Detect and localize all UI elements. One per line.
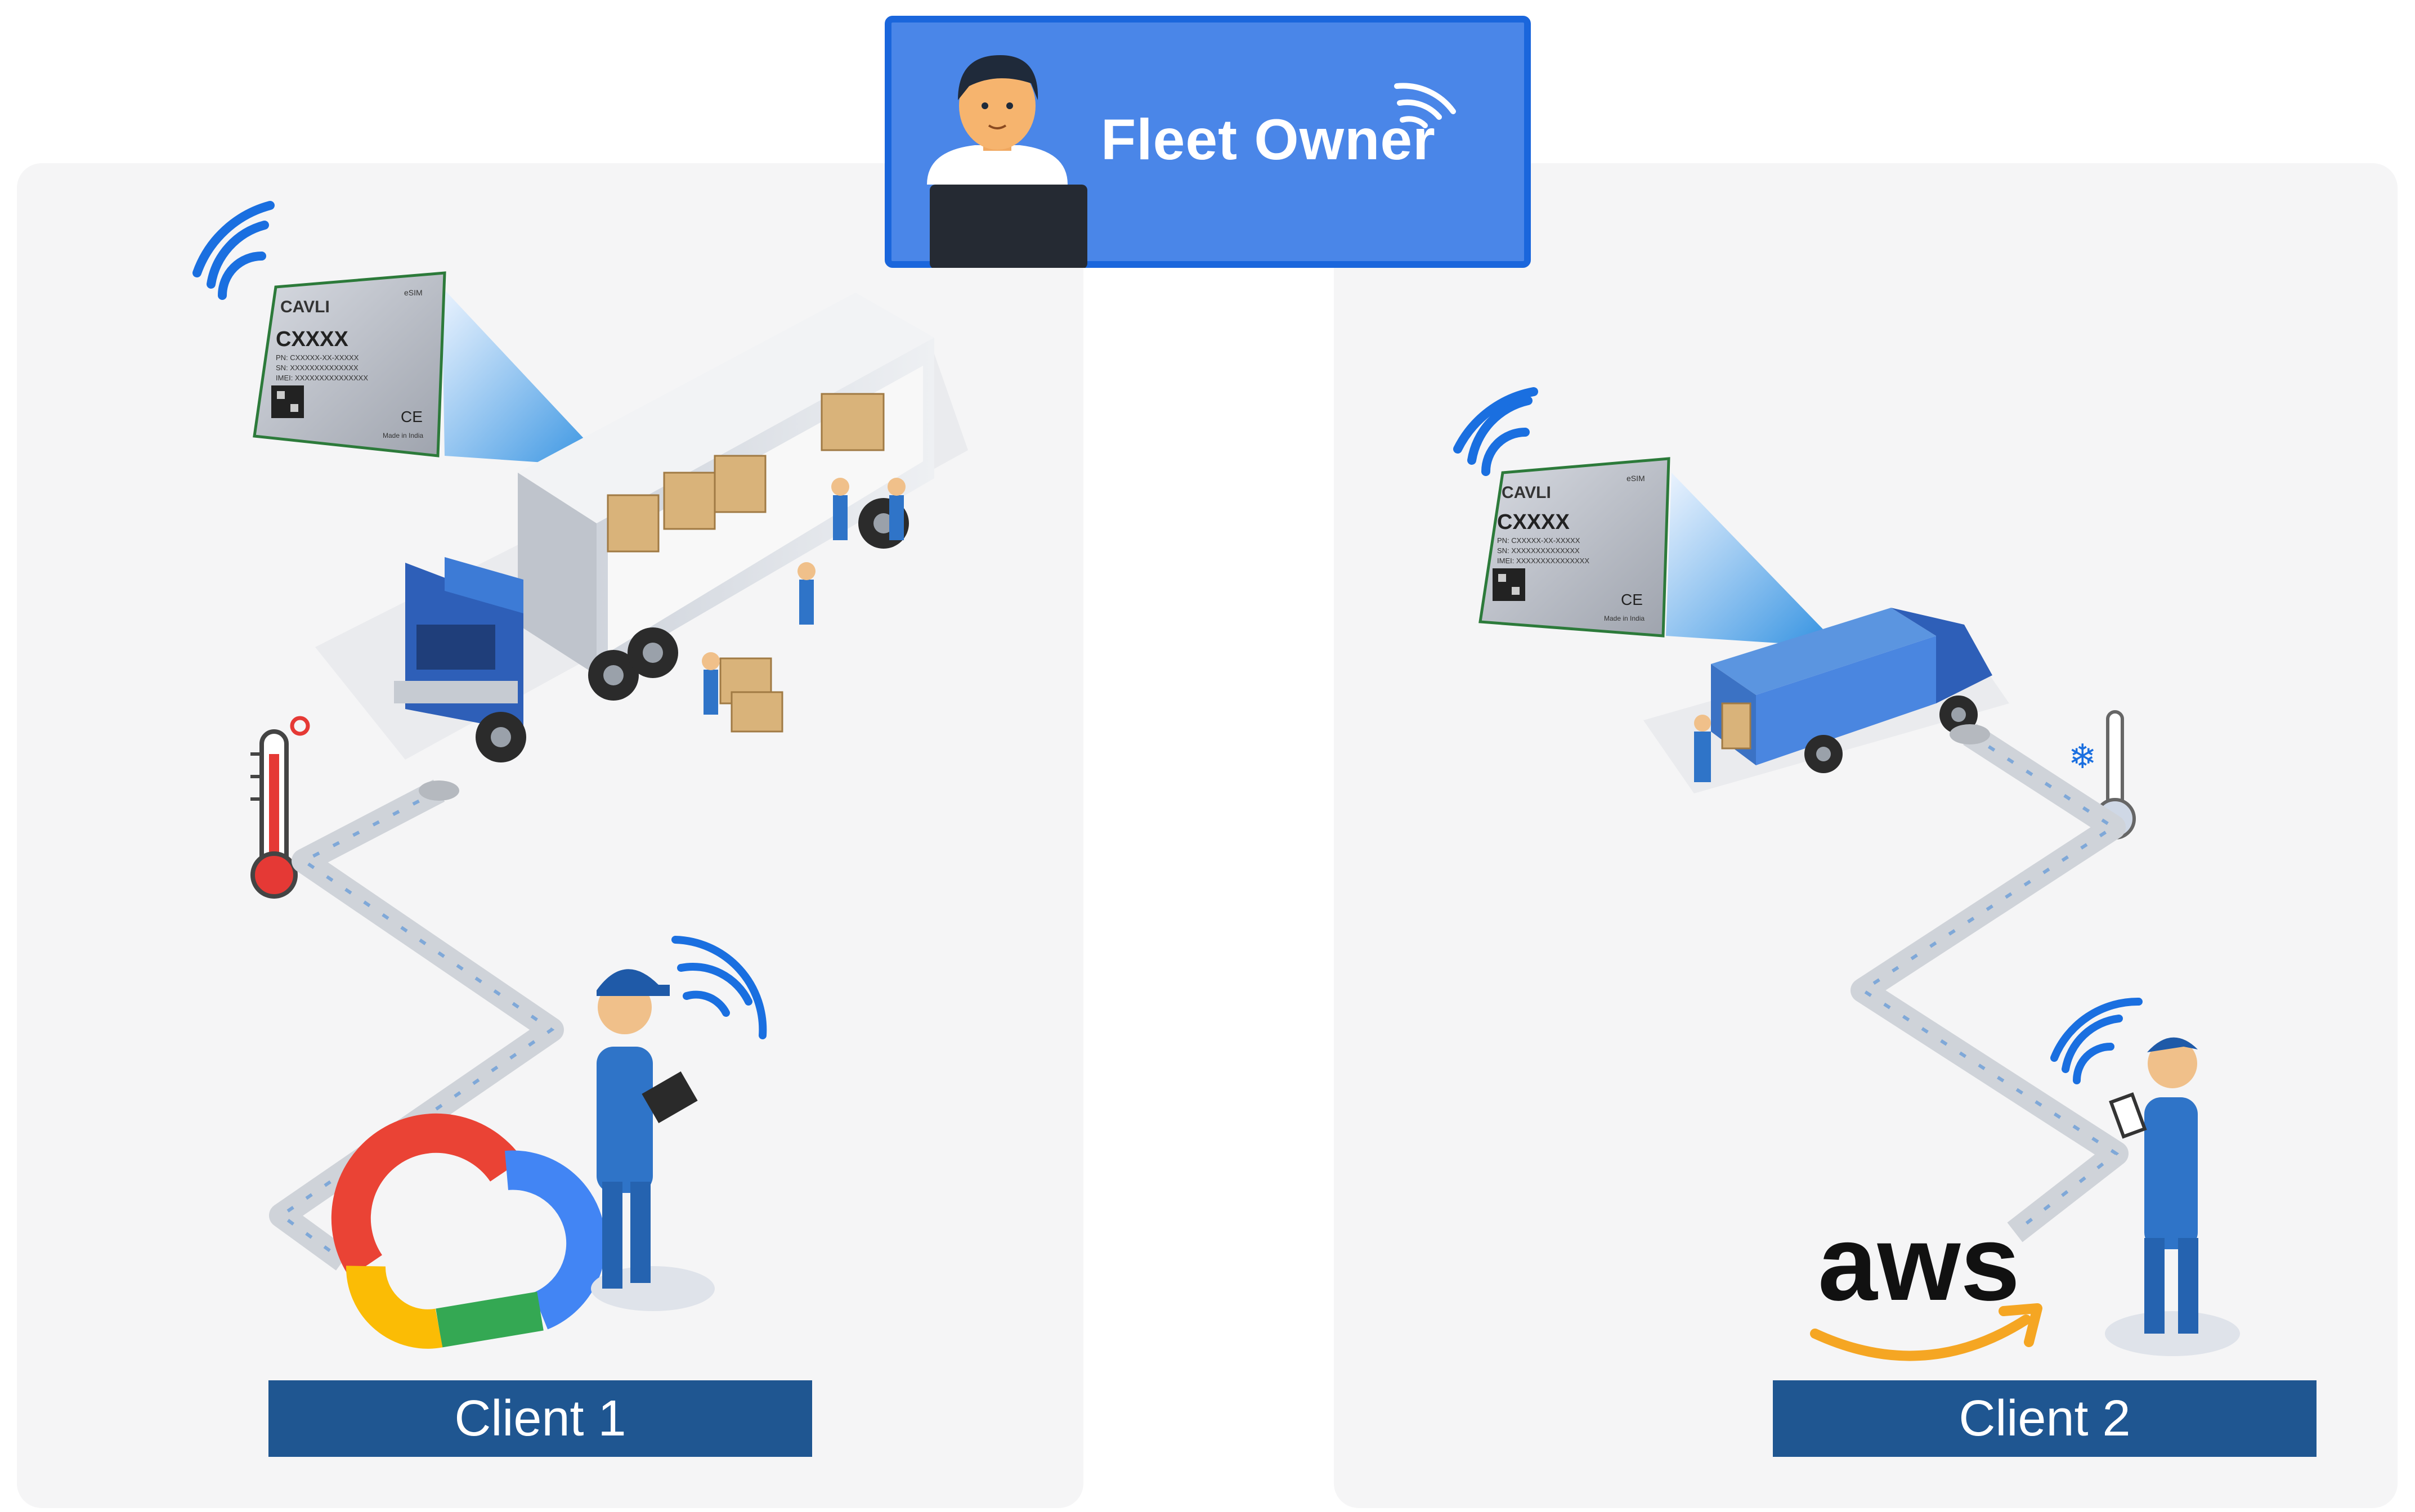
aws-logo-icon: aws [1810, 1204, 2042, 1361]
laptop-icon [930, 185, 1087, 268]
wifi-signal-icon [1453, 387, 1538, 476]
google-cloud-logo-icon [331, 1113, 606, 1349]
beam-shape [442, 287, 611, 467]
ce-mark: CE [401, 408, 423, 425]
chip-made-in: Made in India [383, 432, 423, 439]
chip-sn: SN: XXXXXXXXXXXXXX [276, 364, 359, 372]
chip-sn: SN: XXXXXXXXXXXXXX [1497, 546, 1580, 555]
thermometer-icon [250, 716, 310, 899]
chip-model: CXXXX [276, 327, 348, 351]
technician-with-tablet [2105, 1037, 2240, 1356]
chip-pn: PN: CXXXXX-XX-XXXXX [1497, 536, 1580, 545]
wifi-signal-icon [192, 201, 275, 300]
chip-imei: IMEI: XXXXXXXXXXXXXXX [276, 374, 368, 382]
aws-logo-text: aws [1818, 1204, 2020, 1323]
client-2-label: Client 2 [1773, 1380, 2317, 1457]
technician-with-clipboard [591, 969, 715, 1311]
wifi-signal-icon [2050, 997, 2143, 1084]
beam-shape [1666, 473, 1840, 647]
fleet-owner-avatar [927, 55, 1068, 185]
delivery-van-illustration [1643, 608, 2009, 793]
chip-brand: CAVLI [280, 298, 330, 316]
warehouse-workers-illustration [702, 478, 906, 733]
qr-code-icon [1493, 568, 1525, 601]
wifi-signal-icon [671, 936, 767, 1039]
chip-brand: CAVLI [1502, 483, 1551, 502]
client-2-panel [1334, 163, 2398, 1508]
qr-code-icon [271, 385, 304, 418]
semi-truck-illustration [315, 293, 968, 762]
fleet-owner-box: Fleet Owner [885, 16, 1531, 268]
snowflake-icon: ❄ [2068, 737, 2096, 777]
cellular-module-chip: CAVLI CXXXX PN: CXXXXX-XX-XXXXX SN: XXXX… [1478, 457, 1670, 638]
data-conveyor-path [1851, 724, 2129, 1242]
chip-imei: IMEI: XXXXXXXXXXXXXXX [1497, 557, 1589, 565]
wifi-signal-icon [1394, 83, 1456, 128]
chip-badge: eSIM [404, 288, 423, 297]
chip-made-in: Made in India [1604, 614, 1645, 622]
chip-badge: eSIM [1627, 474, 1645, 483]
data-conveyor-path [269, 779, 564, 1271]
cellular-module-chip: CAVLI CXXXX PN: CXXXXX-XX-XXXXX SN: XXXX… [253, 271, 446, 457]
client-1-label: Client 1 [268, 1380, 812, 1457]
fleet-owner-illustration [927, 55, 1456, 268]
chip-model: CXXXX [1497, 510, 1570, 534]
fleet-owner-title: Fleet Owner [1101, 107, 1436, 172]
ce-mark: CE [1621, 591, 1643, 608]
chip-pn: PN: CXXXXX-XX-XXXXX [276, 353, 359, 362]
